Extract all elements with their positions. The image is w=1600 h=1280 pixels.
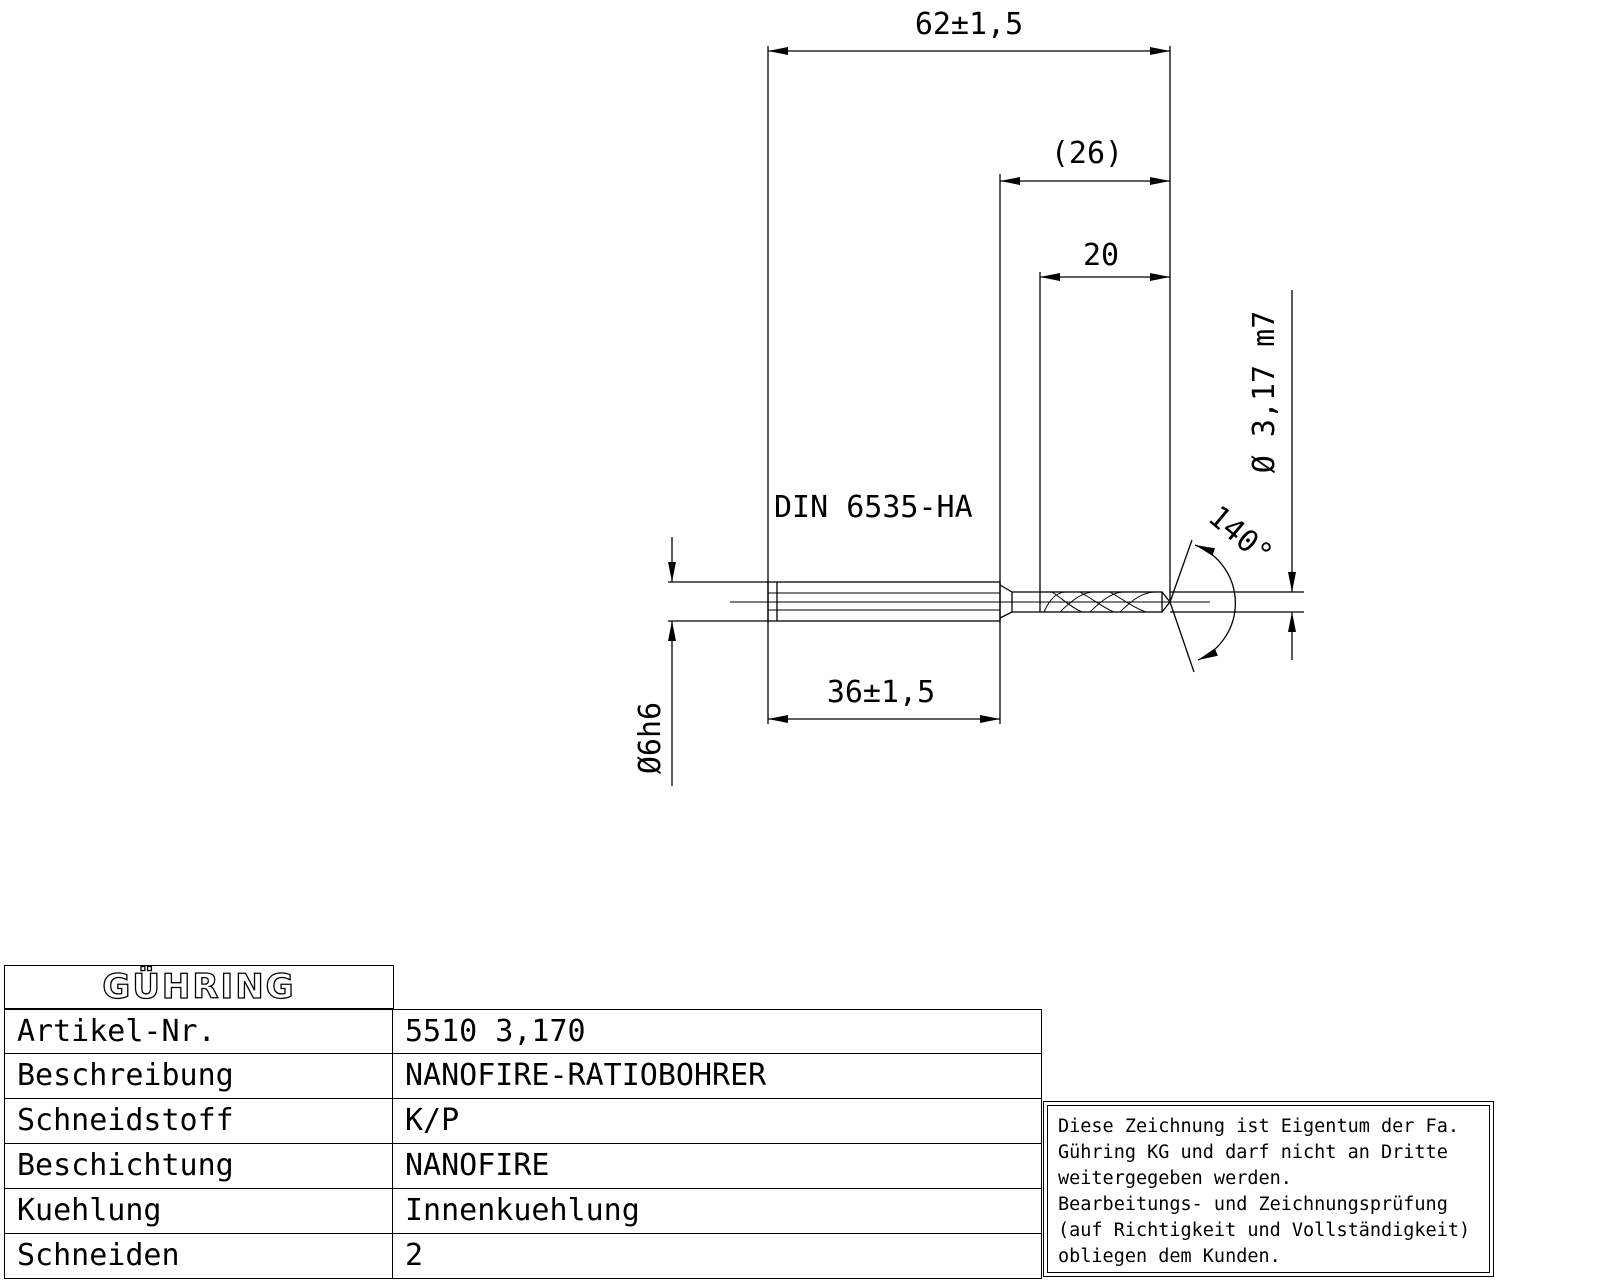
row-value-description: NANOFIRE-RATIOBOHRER (405, 1058, 767, 1093)
cutting-diameter-label: Ø 3,17 m7 (1247, 311, 1282, 474)
point-angle-line-top (1169, 539, 1193, 603)
point-angle-line-bottom (1169, 601, 1195, 673)
row-label-cutting-material: Schneidstoff (5, 1099, 393, 1143)
row-label-cutting-edges: Schneiden (5, 1234, 393, 1278)
copyright-notice-inner: Diese Zeichnung ist Eigentum der Fa. Güh… (1047, 1105, 1490, 1273)
neck-transition (999, 584, 1040, 619)
flute-helix (1043, 591, 1157, 613)
logo-text: GÜHRING (102, 967, 296, 1007)
flute-body (1039, 591, 1163, 613)
copyright-notice-box: Diese Zeichnung ist Eigentum der Fa. Güh… (1043, 1101, 1494, 1277)
title-block: GÜHRING Artikel-Nr. 5510 3,170 Beschreib… (4, 965, 1042, 1279)
table-row: Kuehlung Innenkuehlung (4, 1189, 1042, 1234)
row-label-cooling: Kuehlung (5, 1189, 393, 1233)
row-value-article-no: 5510 3,170 (405, 1014, 586, 1049)
table-row: Schneiden 2 (4, 1234, 1042, 1279)
standard-label: DIN 6535-HA (774, 490, 973, 525)
point-angle-arc (1194, 544, 1236, 661)
overall-length-label: 62±1,5 (915, 7, 1023, 42)
notice-line: obliegen dem Kunden. (1058, 1246, 1281, 1267)
row-label-coating: Beschichtung (5, 1144, 393, 1188)
notice-line: Bearbeitungs- und Zeichnungsprüfung (1058, 1194, 1448, 1215)
row-value-cutting-material: K/P (405, 1103, 460, 1138)
flute-length-label: (26) (1051, 136, 1123, 171)
row-value-coating: NANOFIRE (405, 1148, 550, 1183)
row-label-article-no: Artikel-Nr. (5, 1010, 393, 1053)
table-row: Schneidstoff K/P (4, 1099, 1042, 1144)
row-value-cutting-edges: 2 (405, 1238, 424, 1273)
shank-diameter-label: Ø6h6 (633, 702, 668, 774)
shank-length-label: 36±1,5 (827, 675, 935, 710)
guehring-logo: GÜHRING (4, 965, 394, 1009)
shank-body (767, 581, 1001, 622)
notice-line: Gühring KG und darf nicht an Dritte (1058, 1142, 1448, 1163)
notice-line: (auf Richtigkeit und Vollständigkeit) (1058, 1220, 1471, 1241)
notice-line: weitergegeben werden. (1058, 1168, 1292, 1189)
table-row: Beschreibung NANOFIRE-RATIOBOHRER (4, 1054, 1042, 1099)
point-angle-label: 140° (1201, 499, 1279, 572)
table-row: Artikel-Nr. 5510 3,170 (4, 1009, 1042, 1054)
notice-line: Diese Zeichnung ist Eigentum der Fa. (1058, 1116, 1459, 1137)
row-value-cooling: Innenkuehlung (405, 1193, 640, 1228)
cutting-length-label: 20 (1083, 238, 1119, 273)
table-row: Beschichtung NANOFIRE (4, 1144, 1042, 1189)
row-label-description: Beschreibung (5, 1054, 393, 1098)
title-block-table: Artikel-Nr. 5510 3,170 Beschreibung NANO… (4, 1009, 1042, 1279)
